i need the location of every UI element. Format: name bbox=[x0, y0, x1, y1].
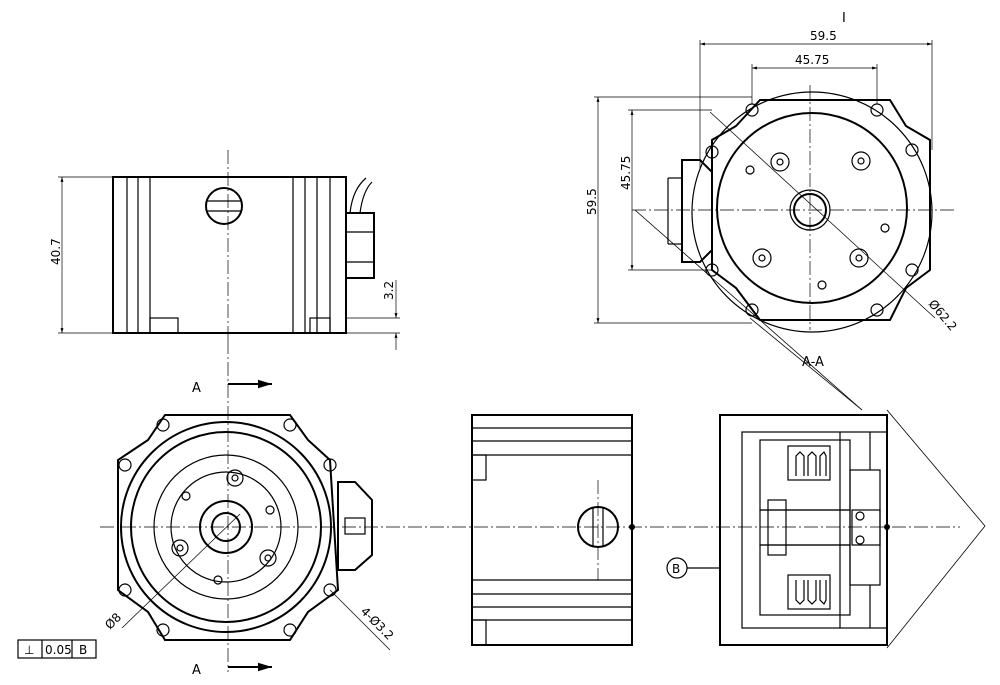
dim-top-width-outer: 59.5 bbox=[810, 29, 837, 43]
rear-view-connector bbox=[337, 481, 373, 571]
section-mark-top: A bbox=[192, 381, 201, 396]
dim-shaft-diameter: Ø8 bbox=[102, 610, 124, 632]
section-view bbox=[719, 414, 890, 646]
front-view-screw bbox=[205, 187, 243, 225]
tolerance-symbol: ⊥ bbox=[24, 643, 34, 657]
end-view-flange bbox=[711, 99, 931, 321]
section-view-outer bbox=[719, 414, 888, 646]
end-view-outer-arc bbox=[691, 91, 933, 333]
dim-front-height: 40.7 bbox=[49, 238, 63, 265]
top-mark: I bbox=[842, 11, 846, 26]
winding-bottom bbox=[787, 574, 831, 610]
datum-label: B bbox=[672, 562, 680, 576]
tolerance-frame: ⊥ 0.05 B bbox=[17, 639, 97, 659]
dim-top-width-inner: 45.75 bbox=[795, 53, 829, 67]
dim-side-height-inner: 45.75 bbox=[619, 156, 633, 190]
front-view: 40.7 3.2 bbox=[49, 150, 400, 350]
side-view-body bbox=[471, 414, 633, 646]
side-view: B bbox=[471, 414, 721, 646]
rear-view-flange bbox=[117, 414, 340, 641]
winding-top bbox=[787, 445, 831, 481]
tolerance-value: 0.05 bbox=[45, 643, 72, 657]
section-cut-marks: A A bbox=[192, 340, 272, 678]
section-title: A-A bbox=[802, 355, 824, 370]
section-mark-bottom: A bbox=[192, 663, 201, 678]
dim-diameter-pcd: Ø62.2 bbox=[926, 297, 960, 334]
dim-side-height-outer: 59.5 bbox=[585, 188, 599, 215]
end-view-body-circle bbox=[716, 112, 908, 304]
tolerance-datum: B bbox=[79, 643, 87, 657]
end-view: I bbox=[585, 11, 986, 649]
dim-front-step: 3.2 bbox=[382, 281, 396, 300]
front-view-connector bbox=[345, 212, 375, 279]
